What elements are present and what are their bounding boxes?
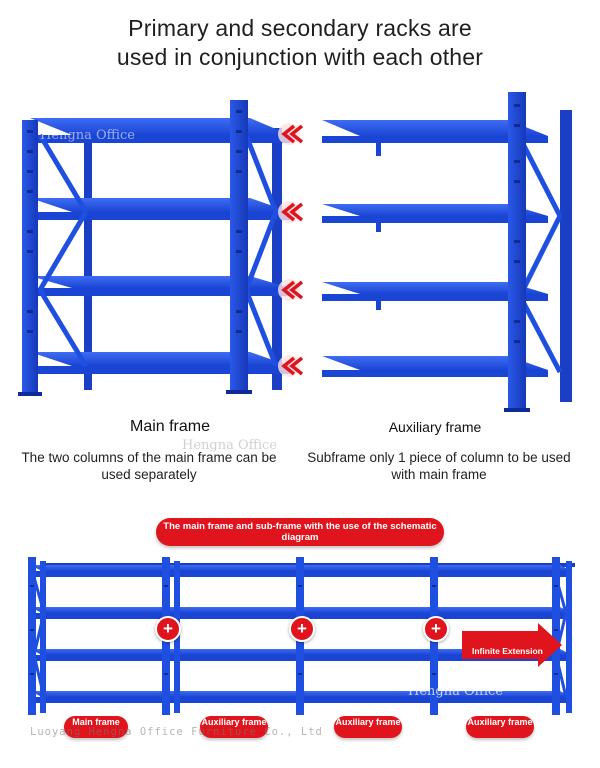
tag-auxiliary-frame: Auxiliary frame <box>466 716 534 738</box>
infinite-extension-label: Infinite Extension <box>472 646 543 656</box>
plus-icon: + <box>423 616 449 642</box>
tag-auxiliary-frame: Auxiliary frame <box>200 716 268 738</box>
headline-line-1: Primary and secondary racks are <box>128 15 472 41</box>
watermark-middle: Hengna Office <box>182 438 278 453</box>
main-frame-rack <box>18 100 290 396</box>
auxiliary-frame-description: Subframe only 1 piece of column to be us… <box>307 450 571 482</box>
auxiliary-frame-rack <box>322 92 572 412</box>
tag-main-frame: Main frame <box>64 716 128 738</box>
infinite-extension-arrow <box>462 623 562 667</box>
headline: Primary and secondary racks are used in … <box>0 14 600 72</box>
tag-auxiliary-frame: Auxiliary frame <box>334 716 402 738</box>
plus-icon: + <box>289 616 315 642</box>
watermark-top: Hengna Office <box>40 128 136 143</box>
main-frame-description: The two columns of the main frame can be… <box>21 450 277 482</box>
watermark-bottom: Hengna Office <box>408 684 504 699</box>
plus-icon: + <box>155 616 181 642</box>
rack-illustration <box>18 92 572 412</box>
headline-line-2: used in conjunction with each other <box>116 44 484 70</box>
auxiliary-frame-title: Auxiliary frame <box>388 419 482 435</box>
schematic-diagram-label: The main frame and sub-frame with the us… <box>156 518 444 546</box>
connector-arrows <box>278 123 304 377</box>
main-frame-title: Main frame <box>129 418 211 435</box>
company-footer-watermark: Luoyang Hengna Office Furniture Co., Ltd <box>30 726 323 738</box>
